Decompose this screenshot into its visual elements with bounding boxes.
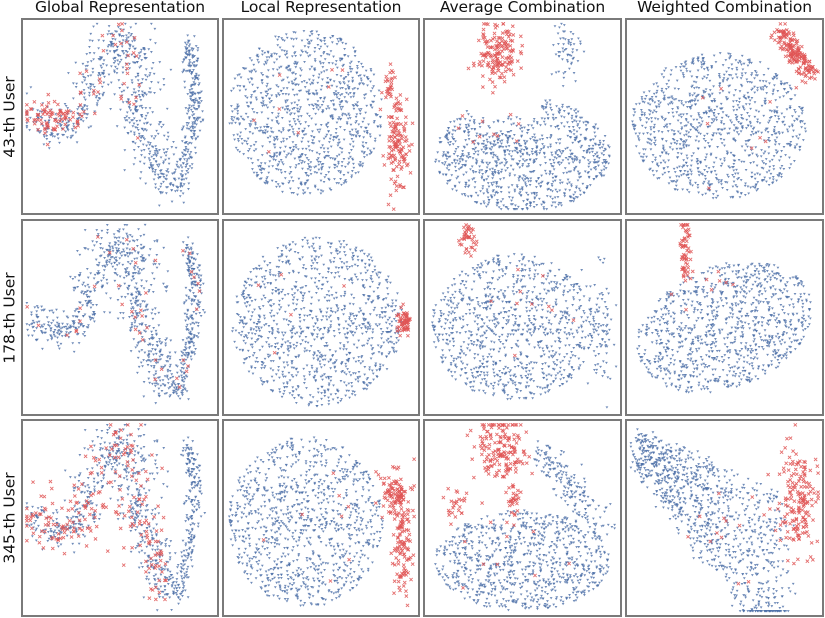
scatter-plot (24, 21, 205, 207)
scatter-panel-345-average (423, 419, 622, 617)
row-label-178: 178-th User (0, 219, 20, 416)
column-title-average: Average Combination (439, 0, 606, 16)
row-label-text: 178-th User (1, 271, 19, 364)
scatter-plot (25, 223, 207, 405)
row-label-text: 43-th User (1, 75, 20, 158)
column-title-local: Local Representation (240, 0, 402, 16)
row-label-345: 345-th User (0, 419, 20, 617)
scatter-panel-43-local (222, 18, 420, 215)
column-title-weighted: Weighted Combination (637, 0, 812, 16)
scatter-plot (230, 236, 413, 408)
scatter-panel-178-local (222, 219, 420, 416)
scatter-panel-345-local (222, 419, 420, 617)
scatter-plot (629, 422, 821, 613)
scatter-plot (24, 422, 207, 612)
scatter-plot (636, 222, 812, 394)
scatter-panel-43-average (423, 18, 622, 215)
scatter-plot (433, 21, 611, 211)
scatter-panel-345-weighted (625, 419, 824, 617)
scatter-panel-345-global (21, 419, 219, 617)
row-label-text: 345-th User (1, 472, 19, 564)
column-title-global: Global Representation (35, 0, 205, 16)
scatter-plot (227, 436, 417, 608)
scatter-panel-178-average (423, 219, 622, 416)
row-label-43: 43-th User (0, 18, 20, 215)
scatter-panel-43-global (21, 18, 219, 215)
scatter-plot (434, 422, 617, 612)
scatter-plot (430, 222, 618, 409)
scatter-plot (631, 21, 821, 200)
scatter-panel-43-weighted (625, 18, 824, 215)
scatter-plot (228, 30, 415, 212)
scatter-panel-178-global (21, 219, 219, 416)
scatter-panel-178-weighted (625, 219, 824, 416)
